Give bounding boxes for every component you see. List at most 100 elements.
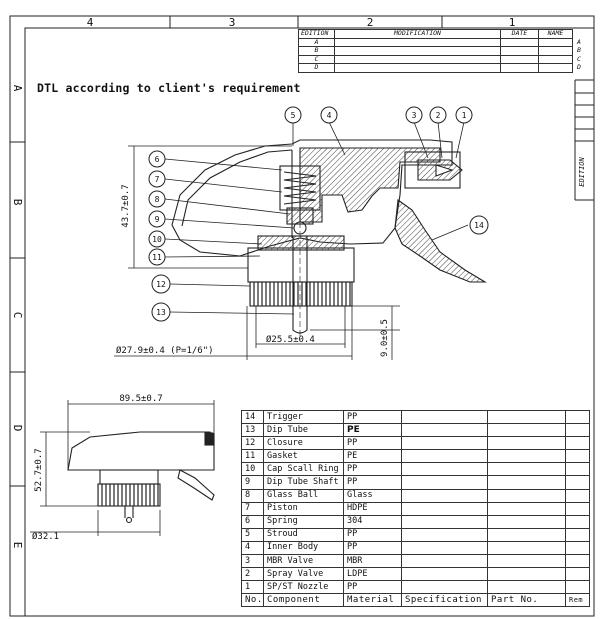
dim-thread: Ø27.9±0.4 (P=1/6"): [116, 345, 214, 356]
bom-cell-component: MBR Valve: [263, 554, 344, 569]
small-elevation-view: [67, 431, 215, 524]
balloon-label-6: 6: [155, 155, 160, 164]
bom-cell-material: 304: [343, 514, 402, 529]
bom-cell-part-no: [487, 423, 566, 438]
column-label-2: 2: [367, 16, 374, 29]
bom-cell-material: PP: [343, 436, 402, 451]
bom-cell-no: 3: [241, 554, 264, 569]
bom-cell-material: HDPE: [343, 501, 402, 516]
dim-width-small: 89.5±0.7: [119, 394, 162, 404]
bom-header-no: No.: [241, 593, 264, 608]
balloon-8: [148, 190, 166, 208]
bom-cell-material: PP: [343, 527, 402, 542]
drawing-title: DTL according to client's requirement: [37, 81, 301, 95]
bom-cell-part-no: [487, 501, 566, 516]
bom-cell-rem: [565, 540, 590, 556]
bom-cell-part-no: [487, 527, 566, 542]
bom-cell-part-no: [487, 540, 566, 556]
bom-cell-component: Trigger: [263, 409, 344, 425]
bom-cell-part-no: [487, 567, 566, 582]
bom-cell-no: 5: [241, 527, 264, 542]
revision-row-d: D: [298, 63, 335, 73]
bom-cell-rem: [565, 527, 590, 542]
bom-cell-no: 14: [241, 409, 264, 425]
balloon-label-1: 1: [462, 111, 467, 120]
bom-cell-material: Glass: [343, 488, 402, 503]
bom-cell-specification: [401, 580, 488, 595]
bom-cell-rem: [565, 488, 590, 503]
balloon-label-11: 11: [152, 253, 162, 262]
dim-height-main: 43.7±0.7: [121, 184, 131, 227]
bom-cell-component: Cap Scall Ring: [263, 462, 344, 477]
balloon-6: [148, 150, 166, 168]
column-label-4: 4: [87, 16, 94, 29]
balloon-5: [284, 106, 302, 124]
main-dimensions: [114, 145, 400, 360]
bom-cell-component: Spring: [263, 514, 344, 529]
bom-header-component: Component: [263, 593, 344, 608]
bom-cell-part-no: [487, 436, 566, 451]
bom-cell-material: MBR: [343, 554, 402, 569]
bom-cell-part-no: [487, 580, 566, 595]
bom-cell-part-no: [487, 514, 566, 529]
balloon-7: [148, 170, 166, 188]
revision-side-b: B: [577, 46, 581, 55]
bom-cell-material: PP: [343, 409, 402, 425]
balloon-label-12: 12: [156, 280, 166, 289]
balloon-4: [320, 106, 338, 124]
revision-side-a: A: [577, 37, 581, 46]
bom-cell-no: 12: [241, 436, 264, 451]
bom-cell-rem: [565, 554, 590, 569]
balloon-label-9: 9: [155, 215, 160, 224]
bom-header-material: Material: [343, 593, 402, 608]
bom-cell-no: 4: [241, 540, 264, 556]
revision-row-b: B: [298, 46, 335, 56]
balloon-12: [151, 274, 171, 294]
column-label-3: 3: [229, 16, 236, 29]
revision-side-c: C: [577, 54, 581, 63]
balloon-label-5: 5: [291, 111, 296, 120]
edition-side-label: EDITION: [578, 156, 586, 186]
balloons: [148, 106, 489, 322]
dim-neck: Ø25.5±0.4: [266, 334, 315, 345]
balloon-13: [151, 302, 171, 322]
bom-cell-rem: [565, 423, 590, 438]
balloon-1: [455, 106, 473, 124]
bom-cell-no: 9: [241, 475, 264, 490]
bom-cell-material: PP: [343, 580, 402, 595]
bom-cell-specification: [401, 527, 488, 542]
bom-cell-material: PE: [343, 423, 402, 438]
bom-cell-no: 11: [241, 449, 264, 464]
bom-header-rem: Rem: [565, 593, 590, 608]
bom-cell-component: Dip Tube: [263, 423, 344, 438]
bom-cell-component: Glass Ball: [263, 488, 344, 503]
balloon-label-13: 13: [156, 308, 166, 317]
revision-row-a: A: [298, 37, 335, 47]
bom-cell-component: Gasket: [263, 449, 344, 464]
bom-cell-part-no: [487, 475, 566, 490]
bom-cell-specification: [401, 514, 488, 529]
bom-cell-rem: [565, 580, 590, 595]
bom-cell-no: 8: [241, 488, 264, 503]
bom-cell-rem: [565, 475, 590, 490]
bom-cell-no: 13: [241, 423, 264, 438]
bom-header-part-no: Part No.: [487, 593, 566, 608]
bom-cell-component: Inner Body: [263, 540, 344, 556]
bom-cell-specification: [401, 423, 488, 438]
bom-cell-component: SP/ST Nozzle: [263, 580, 344, 595]
bom-cell-material: PE: [343, 449, 402, 464]
dim-height-small: 52.7±0.7: [34, 448, 44, 491]
balloon-label-3: 3: [412, 111, 417, 120]
bom-cell-specification: [401, 462, 488, 477]
